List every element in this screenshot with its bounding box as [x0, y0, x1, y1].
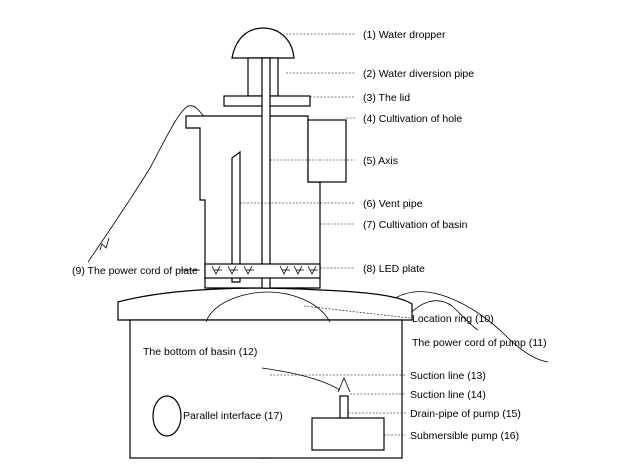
vent-pipe-shape: [231, 150, 241, 283]
label-power-cord-pump: The power cord of pump (11): [412, 337, 547, 349]
drain-pipe-shape: [339, 395, 349, 419]
label-suction-line-13: Suction line (13): [410, 370, 486, 382]
led-plate-bulbs: [211, 265, 318, 275]
label-axis: (5) Axis: [363, 155, 398, 167]
cultivation-basin-shape: [185, 115, 321, 289]
label-parallel-interface: Parallel interface (17): [183, 410, 283, 422]
label-cultivation-basin: (7) Cultivation of basin: [363, 219, 468, 231]
leader-lines: [240, 33, 411, 436]
bottom-of-basin-dome: [205, 291, 331, 323]
label-bottom-of-basin: The bottom of basin (12): [143, 346, 257, 358]
plant-foliage-right-2: [404, 300, 479, 331]
submersible-pump-shape: [311, 417, 385, 451]
parallel-interface-shape: [152, 395, 182, 437]
plant-foliage-right: [391, 291, 549, 363]
led-plate-shape: [204, 263, 321, 279]
suction-line-13-shape: [261, 367, 341, 391]
label-drain-pipe-pump: Drain-pipe of pump (15): [410, 408, 521, 420]
label-suction-line-14: Suction line (14): [410, 389, 486, 401]
plant-foliage-left: [87, 105, 206, 263]
label-location-ring: Location ring (10): [412, 313, 494, 325]
label-cultivation-hole: (4) Cultivation of hole: [363, 113, 462, 125]
water-dropper-shape: [231, 27, 295, 59]
label-led-plate: (8) LED plate: [363, 263, 425, 275]
plant-foliage-left-stem: [99, 237, 110, 251]
lower-basin-rim: [117, 287, 413, 321]
cultivation-hole-shape: [307, 119, 347, 183]
label-lid: (3) The lid: [363, 92, 410, 104]
suction-line-14-shape: [337, 376, 351, 393]
label-submersible-pump: Submersible pump (16): [410, 430, 519, 442]
label-water-diversion-pipe: (2) Water diversion pipe: [363, 68, 474, 80]
label-power-cord-plate: (9) The power cord of plate: [72, 265, 198, 277]
label-water-dropper: (1) Water dropper: [363, 29, 446, 41]
label-vent-pipe: (6) Vent pipe: [363, 198, 423, 210]
